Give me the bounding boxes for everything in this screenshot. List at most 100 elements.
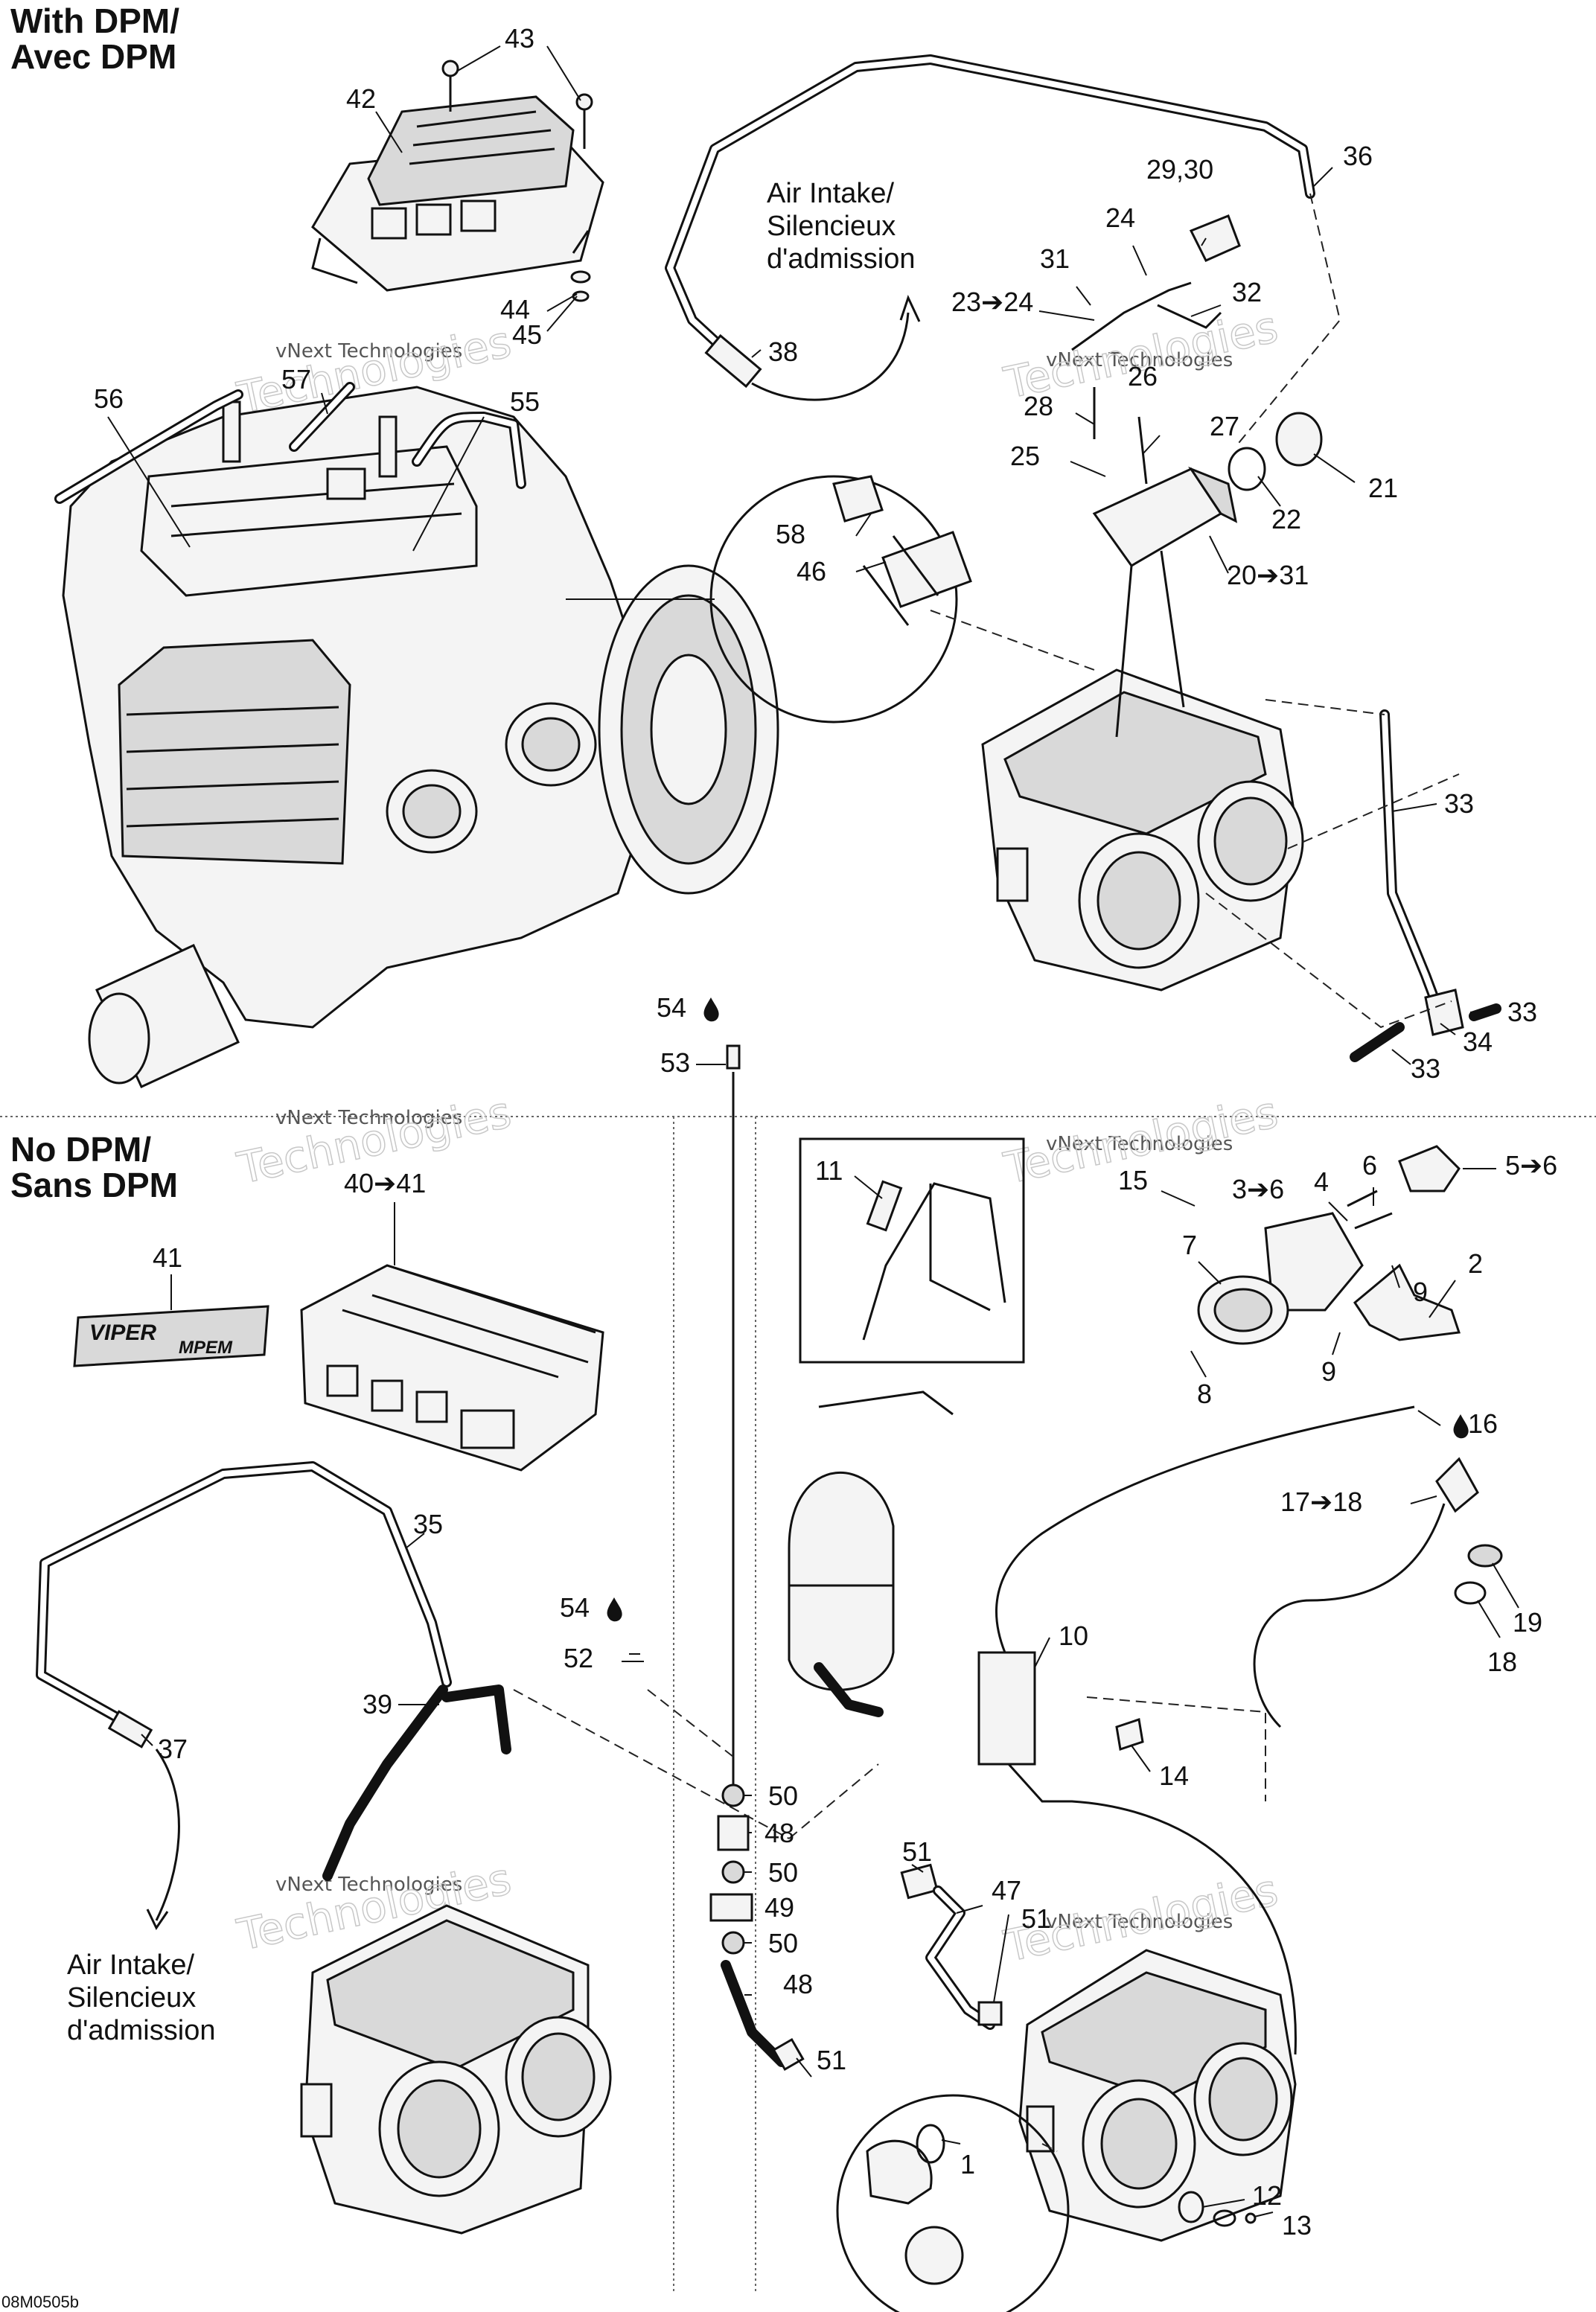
carburetor-no-dpm	[36, 1461, 790, 2235]
with-dpm-line1: With DPM/	[10, 1, 179, 40]
dpm-detail-circle	[709, 475, 1095, 724]
callout-48-b: 48	[783, 1969, 813, 1999]
callout-33-a: 33	[1444, 788, 1474, 819]
no-dpm-heading: No DPM/ Sans DPM	[10, 1130, 178, 1204]
callout-21: 21	[1368, 473, 1398, 503]
callout-52: 52	[564, 1643, 593, 1673]
watermark-text: vNext Technologies	[275, 1107, 462, 1129]
callout-26: 26	[1128, 361, 1158, 392]
callout-4: 4	[1314, 1166, 1329, 1197]
callout-25: 25	[1010, 441, 1040, 471]
callout-43: 43	[505, 23, 534, 54]
watermark-text: vNext Technologies	[1046, 1133, 1233, 1155]
callout-41: 41	[153, 1242, 182, 1273]
callout-19: 19	[1513, 1607, 1542, 1638]
watermark-text: vNext Technologies	[1046, 349, 1233, 371]
callout-14: 14	[1159, 1760, 1189, 1791]
callout-36: 36	[1343, 141, 1373, 171]
callout-5-6: 5➔6	[1505, 1150, 1557, 1181]
oil-drop-icon	[607, 1597, 622, 1622]
air-intake-hose-top	[665, 54, 1315, 401]
callout-57: 57	[281, 364, 311, 395]
ecu-module-no-dpm	[300, 1264, 604, 1472]
fuel-line-center	[647, 1044, 879, 1839]
inset-box-11	[799, 1137, 1025, 1364]
callout-37: 37	[158, 1734, 188, 1764]
air-intake-bottom-line2: Silencieux	[67, 1982, 196, 2014]
air-intake-bottom-line3: d'admission	[67, 2015, 215, 2046]
callout-17-18: 17➔18	[1280, 1486, 1362, 1517]
callout-51-a: 51	[902, 1836, 932, 1867]
callout-31: 31	[1040, 243, 1070, 274]
drawing-code: 08M0505b	[1, 2293, 79, 2311]
oil-tank	[788, 1390, 954, 1717]
air-intake-top-line2: Silencieux	[767, 211, 896, 242]
callout-24: 24	[1105, 202, 1135, 233]
oil-drop-icon	[1453, 1414, 1469, 1439]
callout-33-c: 33	[1411, 1053, 1440, 1084]
callout-54-top: 54	[657, 992, 686, 1023]
oil-drop-icon	[703, 997, 719, 1022]
callout-58: 58	[776, 519, 805, 549]
air-intake-label-bottom: Air Intake/ Silencieux d'admission	[67, 1949, 215, 2046]
callout-42: 42	[346, 83, 376, 114]
oil-drop-icons	[607, 997, 1469, 1622]
callout-45: 45	[512, 319, 542, 350]
carburetor-dpm-assembly	[981, 193, 1501, 1062]
no-dpm-line1: No DPM/	[10, 1130, 151, 1169]
callout-10: 10	[1059, 1620, 1088, 1651]
carburetor-bottom-right	[836, 1863, 1297, 2312]
callout-50-c: 50	[768, 1928, 798, 1958]
callout-9-b: 9	[1321, 1356, 1336, 1387]
callout-23-24: 23➔24	[951, 287, 1033, 317]
callout-16: 16	[1468, 1408, 1498, 1439]
with-dpm-line2: Avec DPM	[10, 37, 176, 76]
callout-1: 1	[960, 2149, 975, 2180]
callout-27: 27	[1210, 411, 1239, 441]
throttle-housing	[1197, 1145, 1461, 1345]
callout-3-6: 3➔6	[1232, 1174, 1284, 1204]
engine-assembly	[54, 382, 779, 1088]
callout-40-41: 40➔41	[344, 1168, 426, 1198]
callout-33-b: 33	[1507, 997, 1537, 1027]
mpem-module-dpm	[311, 60, 604, 302]
callout-6: 6	[1362, 1150, 1377, 1181]
callout-11: 11	[815, 1155, 843, 1186]
decal-brand: VIPER	[89, 1321, 156, 1345]
callout-2: 2	[1468, 1248, 1483, 1279]
callout-55: 55	[510, 386, 540, 417]
callout-50-b: 50	[768, 1857, 798, 1888]
callout-56: 56	[94, 383, 124, 414]
callout-34: 34	[1463, 1026, 1493, 1057]
callout-49: 49	[765, 1892, 794, 1923]
callout-35: 35	[413, 1509, 443, 1539]
callout-54-bottom: 54	[560, 1592, 590, 1623]
air-intake-top-line1: Air Intake/	[767, 178, 895, 209]
air-intake-label-top: Air Intake/ Silencieux d'admission	[767, 178, 915, 275]
air-intake-bottom-line1: Air Intake/	[67, 1949, 195, 1981]
callout-28: 28	[1024, 391, 1053, 421]
decal-sub: MPEM	[179, 1338, 233, 1358]
no-dpm-line2: Sans DPM	[10, 1166, 178, 1204]
callout-46: 46	[797, 556, 826, 587]
leader-lines	[107, 45, 1519, 2217]
callout-labels: 43 42 44 45 56 57 55 38 36 29,30 24 31 2…	[94, 23, 1557, 2241]
callout-12: 12	[1252, 2180, 1282, 2211]
callout-9-a: 9	[1413, 1277, 1428, 1307]
callout-38: 38	[768, 336, 798, 367]
decal-41: VIPER MPEM	[73, 1305, 269, 1367]
with-dpm-heading: With DPM/ Avec DPM	[10, 1, 189, 76]
section-separators	[0, 1116, 1596, 2293]
watermark-text: vNext Technologies	[1046, 1911, 1233, 1933]
callout-18: 18	[1487, 1647, 1517, 1677]
callout-15: 15	[1118, 1165, 1148, 1195]
callout-29-30: 29,30	[1146, 154, 1213, 185]
callout-50-a: 50	[768, 1781, 798, 1811]
callout-32: 32	[1232, 277, 1262, 307]
callout-39: 39	[363, 1689, 392, 1719]
callout-48-a: 48	[765, 1818, 794, 1848]
watermark-text: vNext Technologies	[275, 340, 462, 363]
callout-51-c: 51	[817, 2045, 846, 2075]
callout-13: 13	[1282, 2210, 1312, 2241]
